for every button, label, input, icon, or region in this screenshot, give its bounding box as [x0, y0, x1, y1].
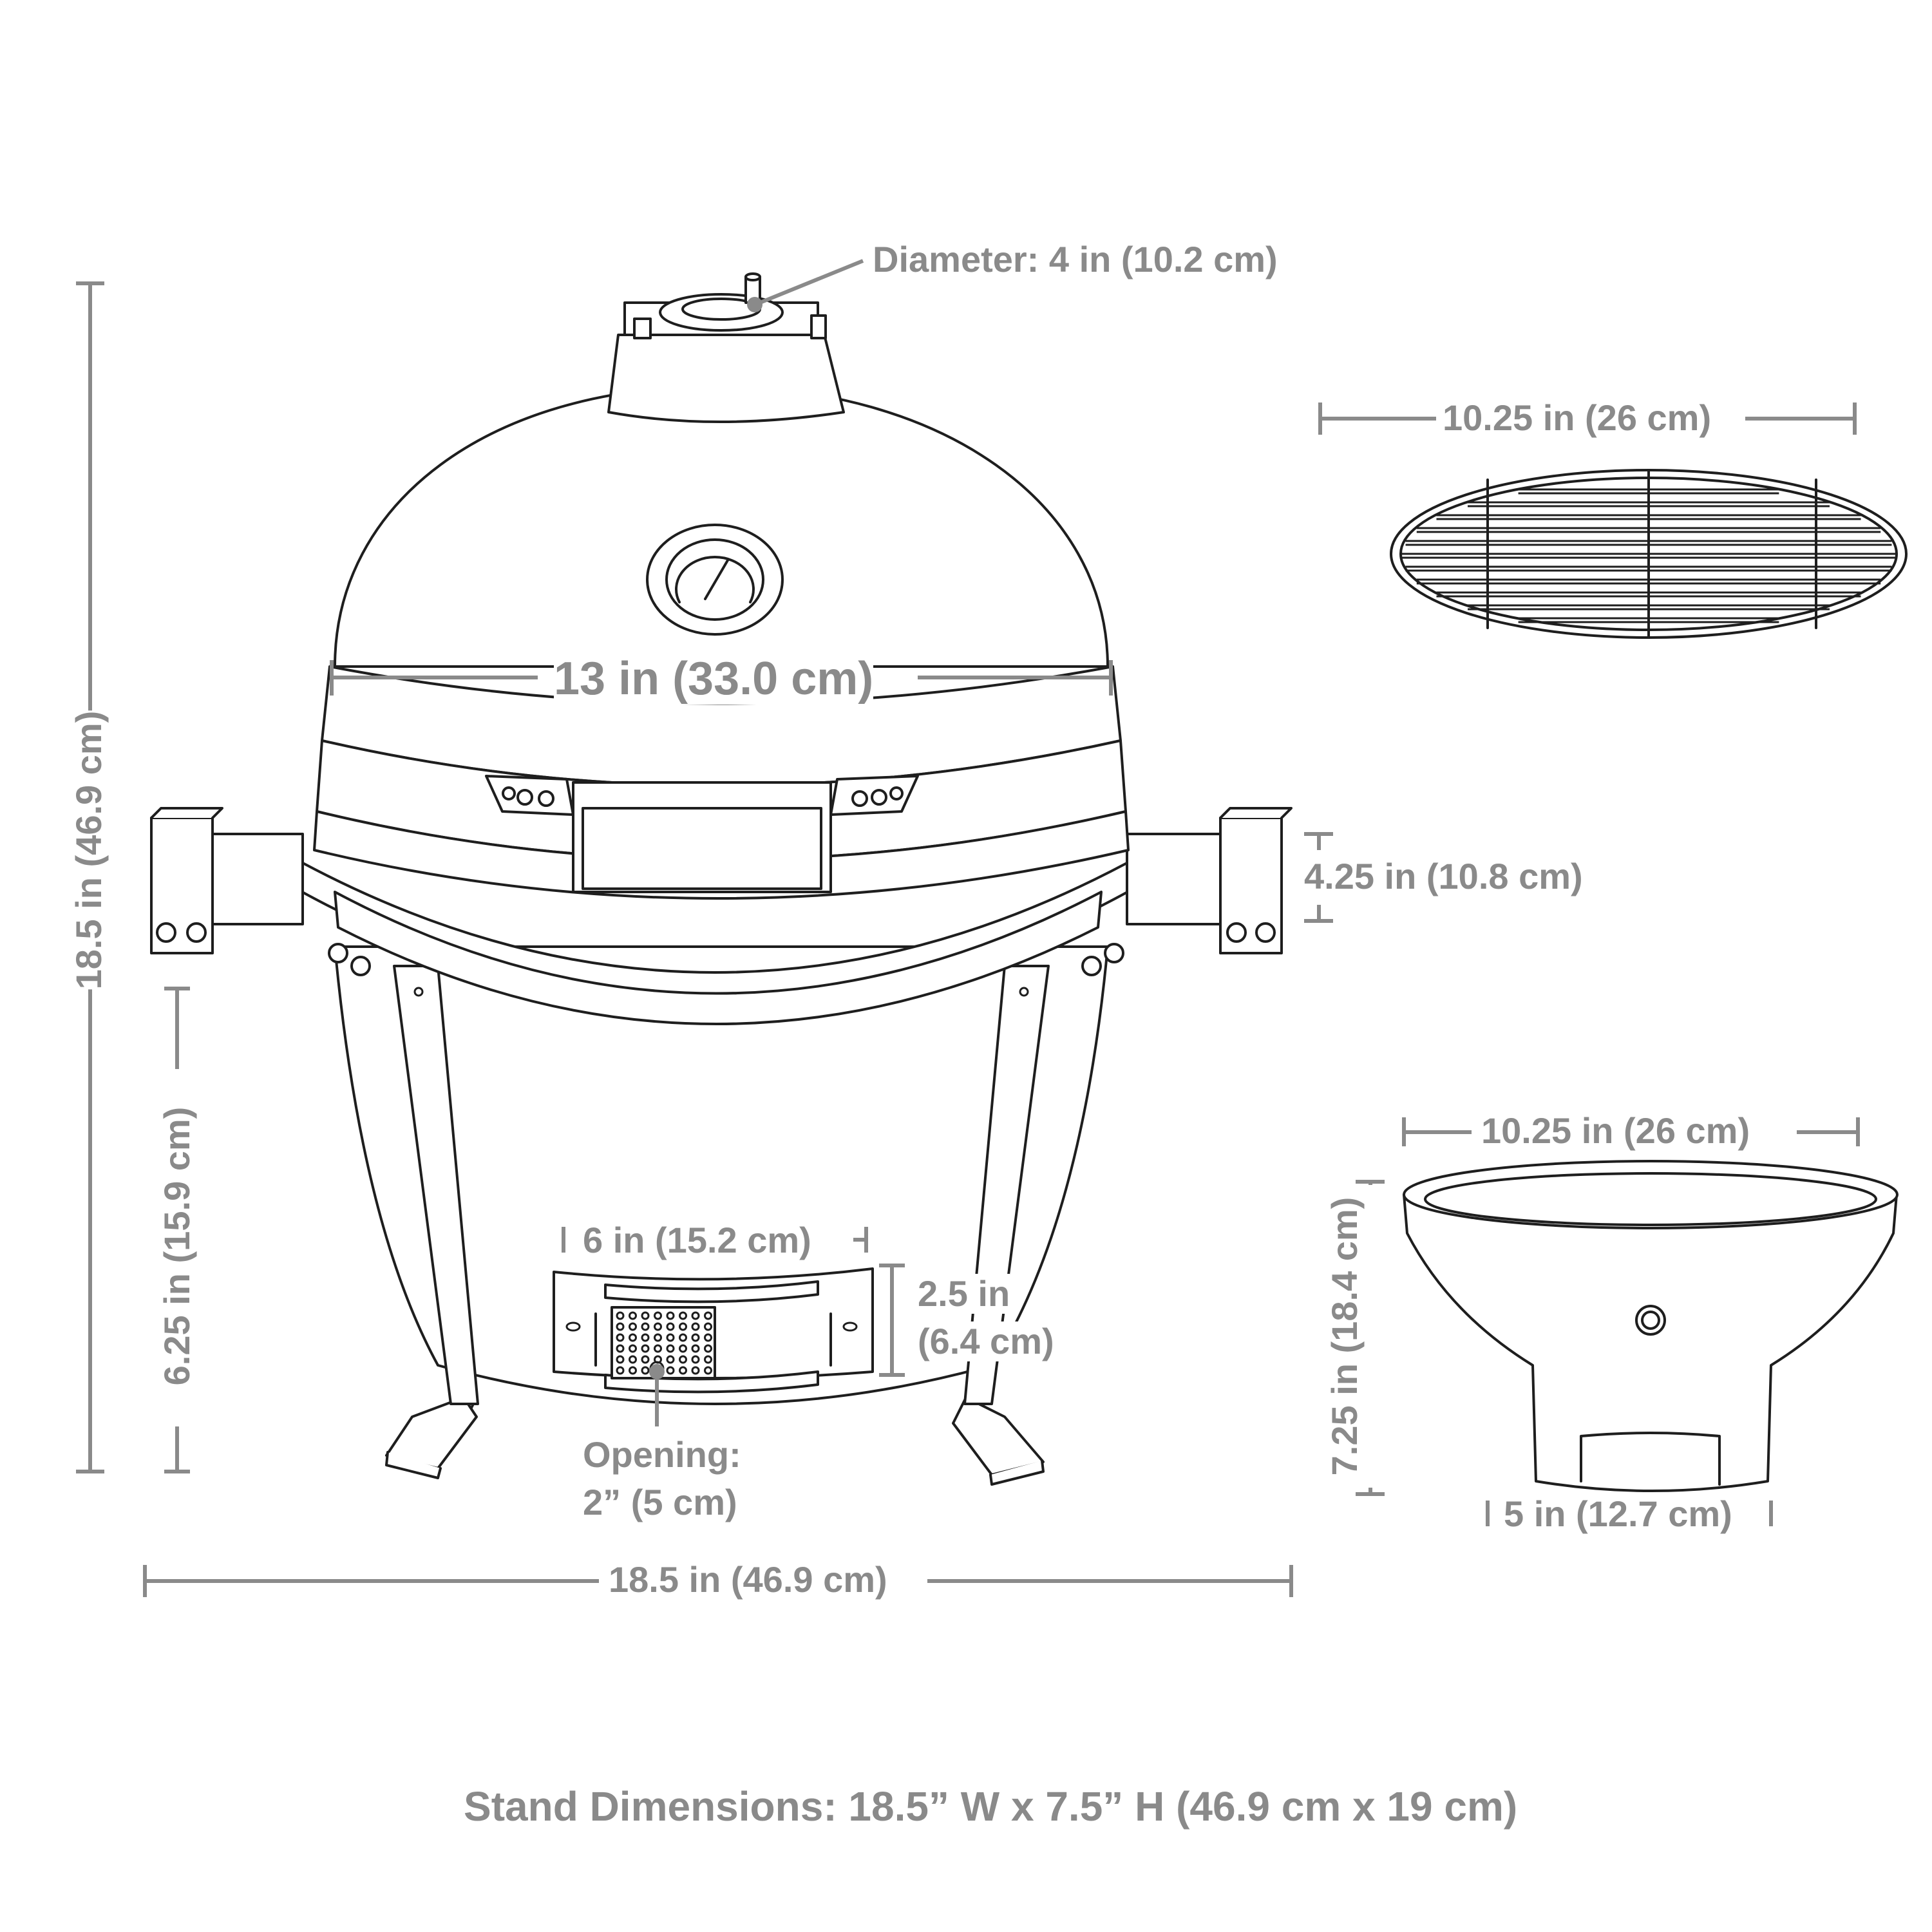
opening-label-line1: Opening: — [583, 1434, 741, 1475]
vent-mesh-hole — [691, 1355, 700, 1364]
grill-base-bowl — [334, 945, 1109, 1405]
vent-mesh-hole — [616, 1355, 625, 1364]
vent-width-label: 6 in (15.2 cm) — [583, 1220, 811, 1260]
vent-mesh-hole — [691, 1333, 700, 1342]
vent-mesh-hole — [704, 1366, 712, 1375]
vent-mesh-hole — [691, 1366, 700, 1375]
vent-mesh-hole — [666, 1344, 675, 1353]
base-height-label: 6.25 in (15.9 cm) — [156, 1106, 198, 1386]
vent-mesh-hole — [641, 1322, 650, 1331]
vent-mesh-hole — [679, 1333, 687, 1342]
vent-height-label-line2: (6.4 cm) — [918, 1321, 1054, 1361]
vent-mesh-hole — [616, 1333, 625, 1342]
vent-mesh-hole — [629, 1333, 637, 1342]
cooking-grate-drawing — [1390, 469, 1908, 639]
firebox-drawing — [1403, 1160, 1899, 1492]
vent-mesh-hole — [629, 1355, 637, 1364]
vent-mesh-hole — [666, 1366, 675, 1375]
vent-mesh-hole — [641, 1366, 650, 1375]
total-width-label: 18.5 in (46.9 cm) — [609, 1559, 887, 1600]
vent-mesh-hole — [679, 1366, 687, 1375]
vent-mesh-hole — [704, 1344, 712, 1353]
vent-mesh-hole — [654, 1333, 662, 1342]
handle-height-label: 4.25 in (10.8 cm) — [1304, 856, 1583, 896]
opening-label-line2: 2” (5 cm) — [583, 1482, 737, 1522]
vent-mesh-hole — [704, 1333, 712, 1342]
total-height-label: 18.5 in (46.9 cm) — [68, 710, 109, 990]
firebox-height-label: 7.25 in (18.4 cm) — [1324, 1197, 1365, 1476]
vent-mesh-hole — [666, 1355, 675, 1364]
vent-mesh-hole — [691, 1322, 700, 1331]
side-handle-right — [1081, 807, 1293, 976]
dome-width-label: 13 in (33.0 cm) — [554, 653, 874, 705]
vent-mesh-hole — [679, 1322, 687, 1331]
vent-mesh-hole — [704, 1355, 712, 1364]
vent-mesh-hole — [666, 1333, 675, 1342]
vent-mesh-hole — [679, 1344, 687, 1353]
vent-mesh-hole — [691, 1344, 700, 1353]
bottom-draft-door — [553, 1267, 874, 1394]
vent-mesh-hole — [641, 1333, 650, 1342]
vent-mesh-hole — [629, 1311, 637, 1320]
vent-mesh-hole — [629, 1322, 637, 1331]
front-handle — [485, 775, 919, 893]
vent-mesh-hole — [679, 1355, 687, 1364]
vent-mesh-hole — [616, 1322, 625, 1331]
vent-mesh-hole — [629, 1344, 637, 1353]
firebox-width-label: 10.25 in (26 cm) — [1481, 1110, 1750, 1151]
vent-mesh-hole — [654, 1344, 662, 1353]
vent-mesh-hole — [679, 1311, 687, 1320]
vent-height-label-line1: 2.5 in — [918, 1273, 1010, 1314]
vent-mesh-hole — [629, 1366, 637, 1375]
vent-mesh-hole — [641, 1355, 650, 1364]
vent-mesh-hole — [666, 1322, 675, 1331]
vent-mesh-hole — [666, 1311, 675, 1320]
kamado-grill-drawing — [150, 272, 1293, 1486]
vent-mesh-hole — [704, 1322, 712, 1331]
vent-mesh-hole — [616, 1366, 625, 1375]
top-vent — [607, 272, 845, 423]
firebox-base-label: 5 in (12.7 cm) — [1504, 1493, 1732, 1534]
vent-mesh-hole — [654, 1322, 662, 1331]
vent-mesh-hole — [654, 1311, 662, 1320]
grate-width-label: 10.25 in (26 cm) — [1443, 397, 1712, 438]
vent-mesh-hole — [616, 1311, 625, 1320]
vent-mesh-hole — [704, 1311, 712, 1320]
vent-mesh-hole — [616, 1344, 625, 1353]
vent-mesh-hole — [691, 1311, 700, 1320]
side-handle-left — [150, 807, 371, 976]
vent-diameter-label: Diameter: 4 in (10.2 cm) — [873, 239, 1278, 279]
vent-mesh-hole — [641, 1311, 650, 1320]
thermometer-gauge — [646, 524, 784, 636]
vent-mesh-hole — [641, 1344, 650, 1353]
dimension-lines — [76, 259, 1860, 1597]
stand-dimensions-caption: Stand Dimensions: 18.5” W x 7.5” H (46.9… — [464, 1783, 1518, 1830]
